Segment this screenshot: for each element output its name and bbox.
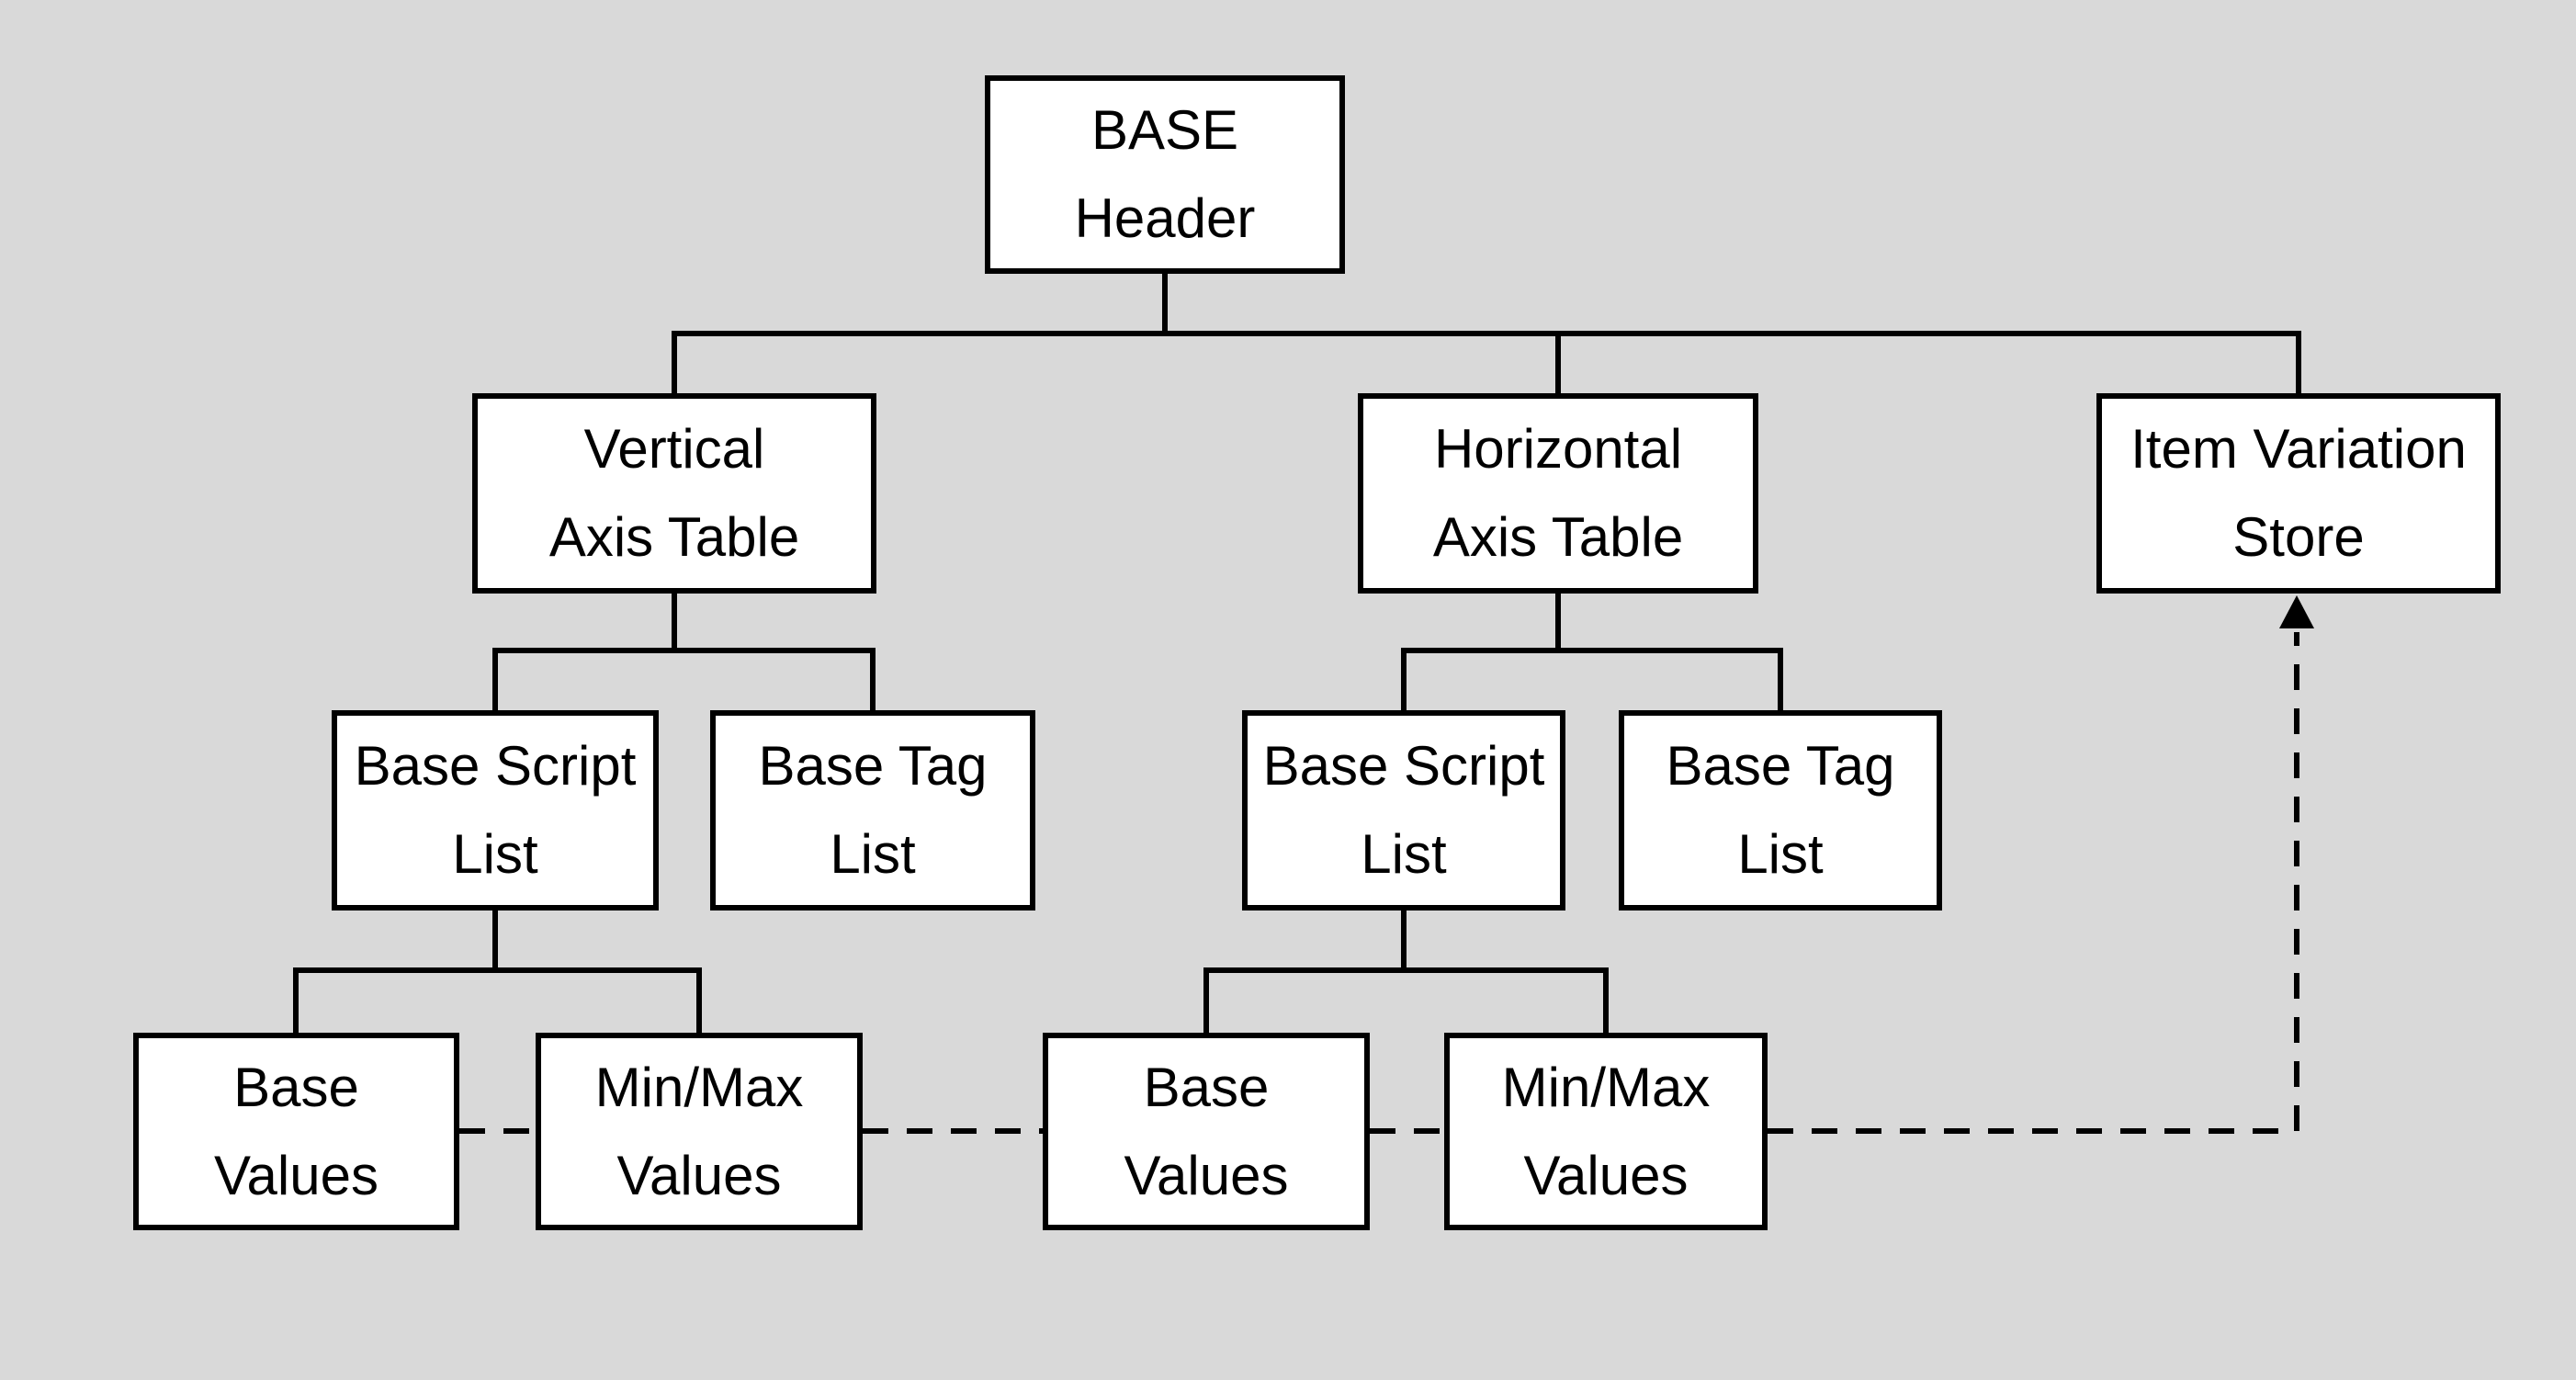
node-minmax-values-right: Min/Max Values xyxy=(1444,1033,1768,1230)
node-base-header-label: BASE Header xyxy=(1074,99,1256,249)
node-vertical-axis-table: Vertical Axis Table xyxy=(472,393,876,594)
node-base-tag-list-left: Base Tag List xyxy=(710,710,1035,911)
node-base-tag-list-right-label: Base Tag List xyxy=(1666,735,1895,885)
node-base-values-right-label: Base Values xyxy=(1124,1056,1289,1206)
node-vertical-axis-table-label: Vertical Axis Table xyxy=(548,418,800,568)
node-base-script-list-right: Base Script List xyxy=(1242,710,1565,911)
node-item-variation-store-label: Item Variation Store xyxy=(2130,418,2467,568)
node-item-variation-store: Item Variation Store xyxy=(2096,393,2501,594)
node-base-header: BASE Header xyxy=(985,75,1345,274)
solid-tree-connectors xyxy=(293,274,2301,1033)
node-base-values-left-label: Base Values xyxy=(213,1056,378,1206)
node-horizontal-axis-table: Horizontal Axis Table xyxy=(1358,393,1758,594)
node-minmax-values-right-label: Min/Max Values xyxy=(1501,1056,1711,1206)
node-base-script-list-right-label: Base Script List xyxy=(1262,735,1545,885)
node-minmax-values-left: Min/Max Values xyxy=(536,1033,863,1230)
node-base-script-list-left: Base Script List xyxy=(332,710,659,911)
dashed-association-connectors xyxy=(459,632,2299,1134)
node-base-script-list-left-label: Base Script List xyxy=(354,735,637,885)
arrowhead-up-icon xyxy=(2279,595,2314,628)
node-base-tag-list-left-label: Base Tag List xyxy=(758,735,988,885)
node-base-tag-list-right: Base Tag List xyxy=(1619,710,1942,911)
node-minmax-values-left-label: Min/Max Values xyxy=(594,1056,804,1206)
node-horizontal-axis-table-label: Horizontal Axis Table xyxy=(1432,418,1684,568)
node-base-values-right: Base Values xyxy=(1043,1033,1370,1230)
node-base-values-left: Base Values xyxy=(133,1033,459,1230)
